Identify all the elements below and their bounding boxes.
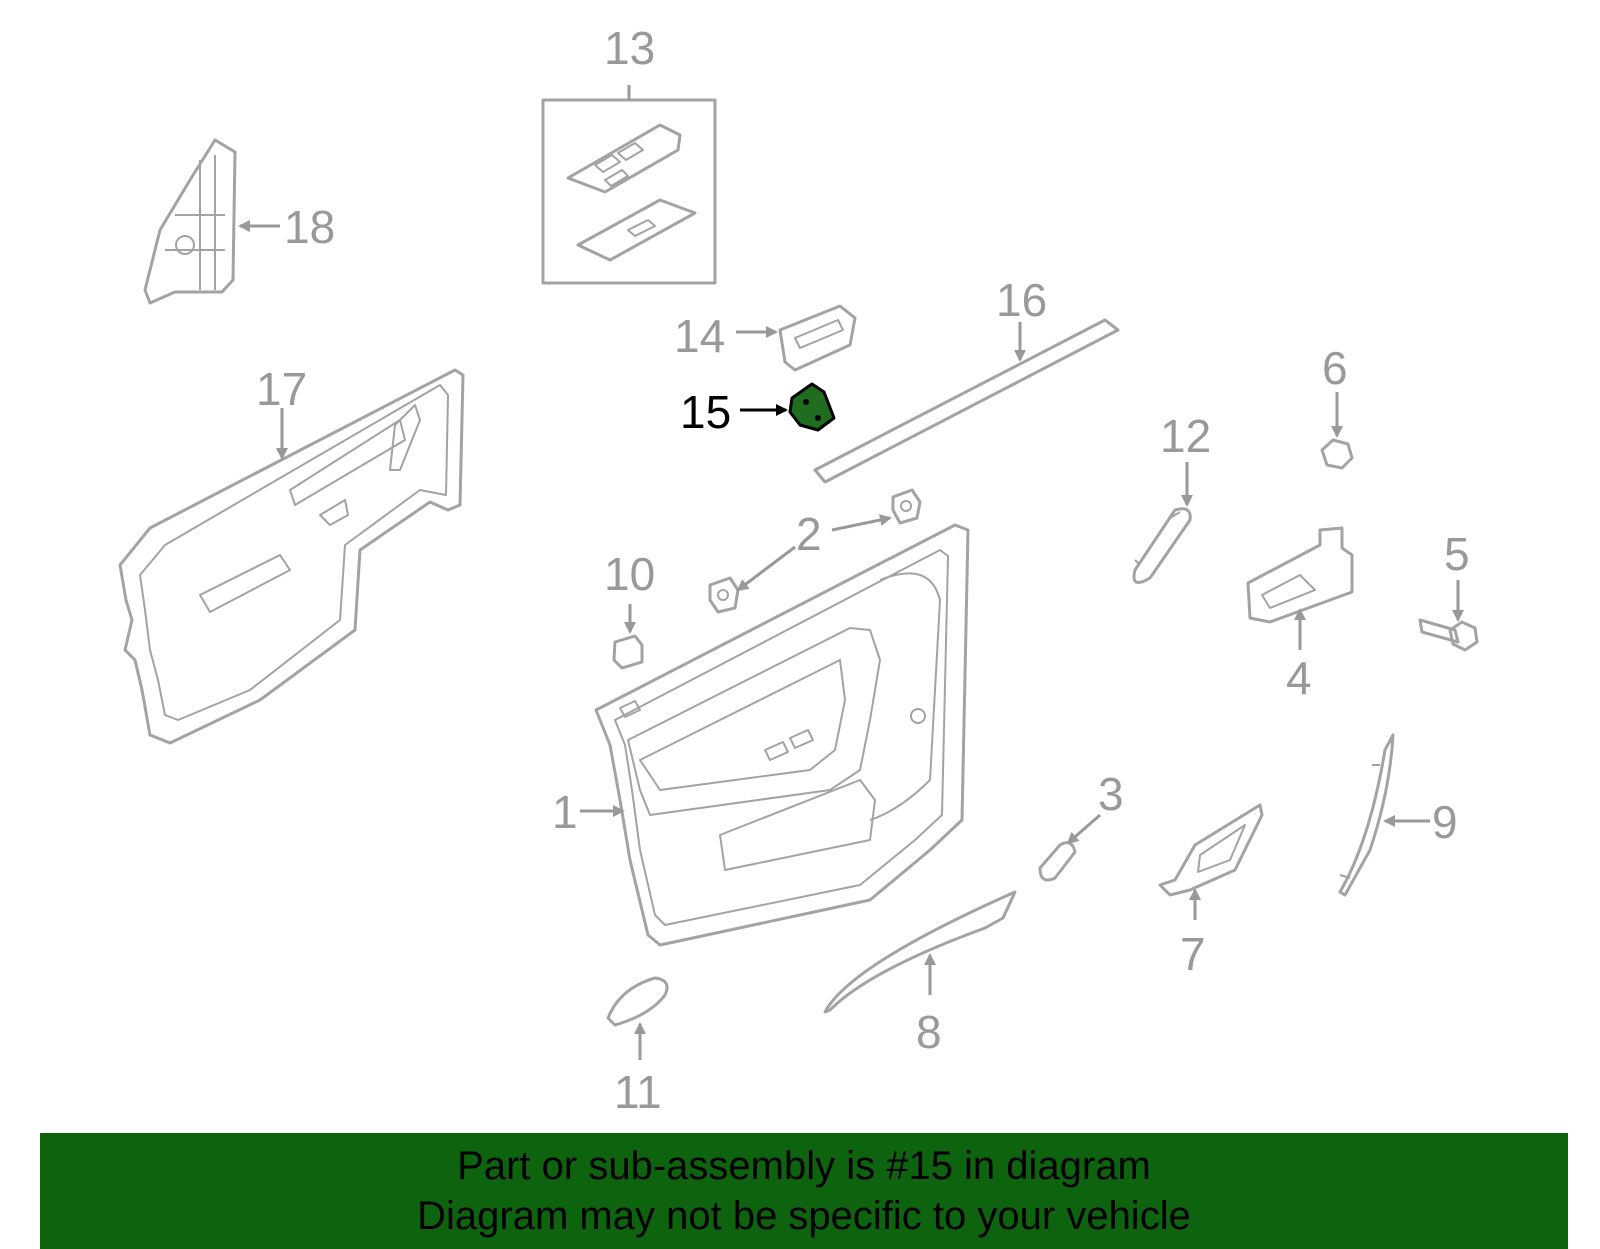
part-12-pull-handle[interactable]: 12: [1132, 410, 1211, 584]
callout-9: 9: [1432, 796, 1458, 848]
callout-15: 15: [680, 386, 731, 438]
banner-line-1: Part or sub-assembly is #15 in diagram: [457, 1144, 1151, 1188]
part-1-front-door-panel[interactable]: 1: [552, 523, 970, 947]
part-18-regulator-carrier[interactable]: 18: [143, 138, 335, 305]
callout-14: 14: [674, 310, 725, 362]
callout-17: 17: [256, 363, 307, 415]
callout-4: 4: [1286, 652, 1312, 704]
callout-10: 10: [604, 548, 655, 600]
callout-6: 6: [1322, 342, 1348, 394]
callout-1: 1: [552, 786, 578, 838]
part-11-cap[interactable]: 11: [606, 976, 669, 1118]
callout-7: 7: [1180, 928, 1206, 980]
part-13-switch-assembly[interactable]: 13: [541, 22, 717, 285]
part-6-nut[interactable]: 6: [1320, 342, 1354, 470]
part-2-retainers[interactable]: 2: [708, 488, 922, 614]
part-17-rear-door-panel[interactable]: 17: [118, 363, 465, 745]
callout-2: 2: [796, 508, 822, 560]
banner-line-2: Diagram may not be specific to your vehi…: [417, 1194, 1191, 1238]
part-14-switch-bezel[interactable]: 14: [674, 304, 857, 372]
callout-5: 5: [1444, 528, 1470, 580]
callout-13: 13: [604, 22, 655, 74]
part-15-bracket-highlighted[interactable]: 15: [680, 382, 836, 438]
info-banner: Part or sub-assembly is #15 in diagram D…: [40, 1133, 1568, 1249]
callout-12: 12: [1160, 410, 1211, 462]
part-16-weatherstrip[interactable]: 16: [813, 274, 1120, 484]
callout-18: 18: [284, 201, 335, 253]
callout-16: 16: [996, 274, 1047, 326]
part-4-bracket[interactable]: 4: [1246, 526, 1354, 704]
part-8-lower-trim[interactable]: 8: [823, 890, 1017, 1058]
part-3-plug[interactable]: 3: [1038, 768, 1124, 882]
callout-11: 11: [614, 1066, 662, 1118]
part-5-bolt[interactable]: 5: [1418, 528, 1479, 652]
callout-8: 8: [916, 1006, 942, 1058]
part-7-inner-handle[interactable]: 7: [1158, 803, 1264, 980]
callout-3: 3: [1098, 768, 1124, 820]
part-9-vertical-trim[interactable]: 9: [1338, 733, 1458, 897]
part-10-clip[interactable]: 10: [604, 548, 655, 670]
